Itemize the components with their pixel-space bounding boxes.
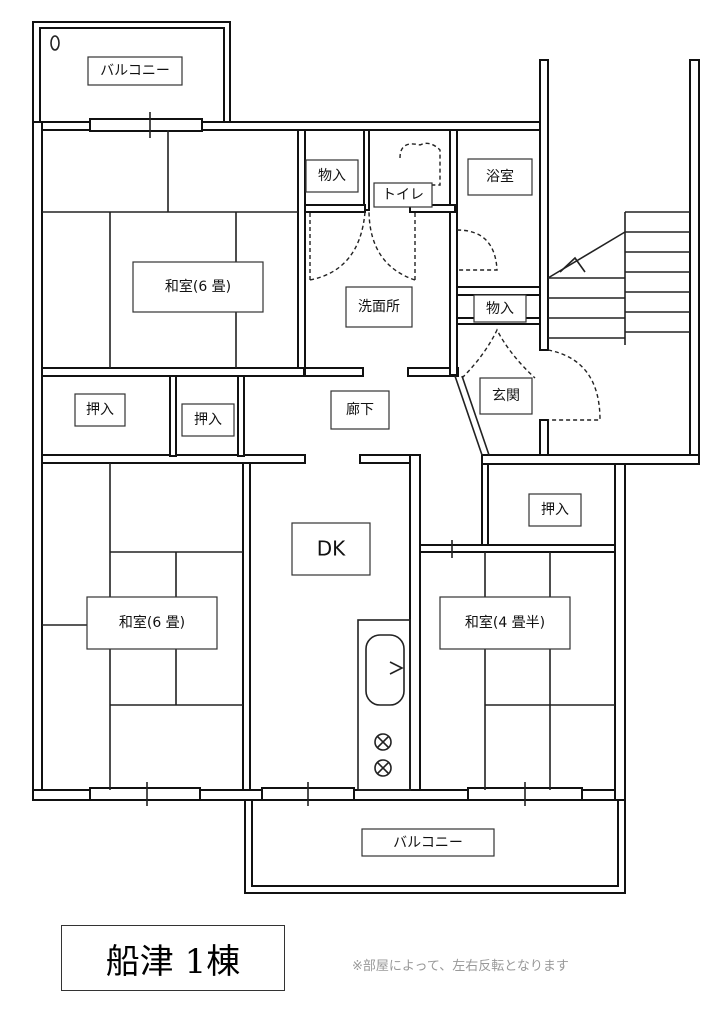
label-storage-2: 物入	[486, 301, 514, 317]
room-labels: バルコニー 和室(6 畳) 物入 トイレ 浴室 洗面所 物入 玄関 押入 押入 …	[74, 56, 582, 857]
label-washitsu-6-bottom: 和室(6 畳)	[119, 614, 185, 631]
door-swings	[309, 142, 601, 421]
top-balcony-walls	[32, 21, 231, 123]
label-washitsu-4-5: 和室(4 畳半)	[465, 614, 545, 631]
kitchen-counter	[357, 619, 411, 791]
label-toilet: トイレ	[382, 187, 424, 203]
label-closet-3: 押入	[541, 502, 569, 518]
building-label: 船津 1棟	[61, 925, 285, 991]
stove-icon	[374, 733, 392, 777]
label-closet-2: 押入	[194, 412, 222, 428]
label-entrance: 玄関	[492, 387, 520, 404]
label-balcony-top: バルコニー	[100, 63, 170, 79]
label-bath: 浴室	[486, 168, 514, 185]
label-hallway: 廊下	[346, 401, 374, 418]
label-washroom: 洗面所	[358, 299, 400, 315]
drain-icon	[50, 35, 60, 51]
label-washitsu-6-top: 和室(6 畳)	[165, 278, 231, 295]
label-balcony-bottom: バルコニー	[393, 835, 463, 851]
sink-icon	[365, 634, 405, 706]
orientation-note: ※部屋によって、左右反転となります	[352, 959, 569, 974]
label-storage-1: 物入	[318, 168, 346, 184]
staircase	[547, 211, 690, 345]
outer-walls	[32, 59, 700, 801]
label-dk: DK	[317, 537, 346, 561]
label-closet-1: 押入	[86, 402, 114, 418]
windows	[89, 112, 583, 806]
